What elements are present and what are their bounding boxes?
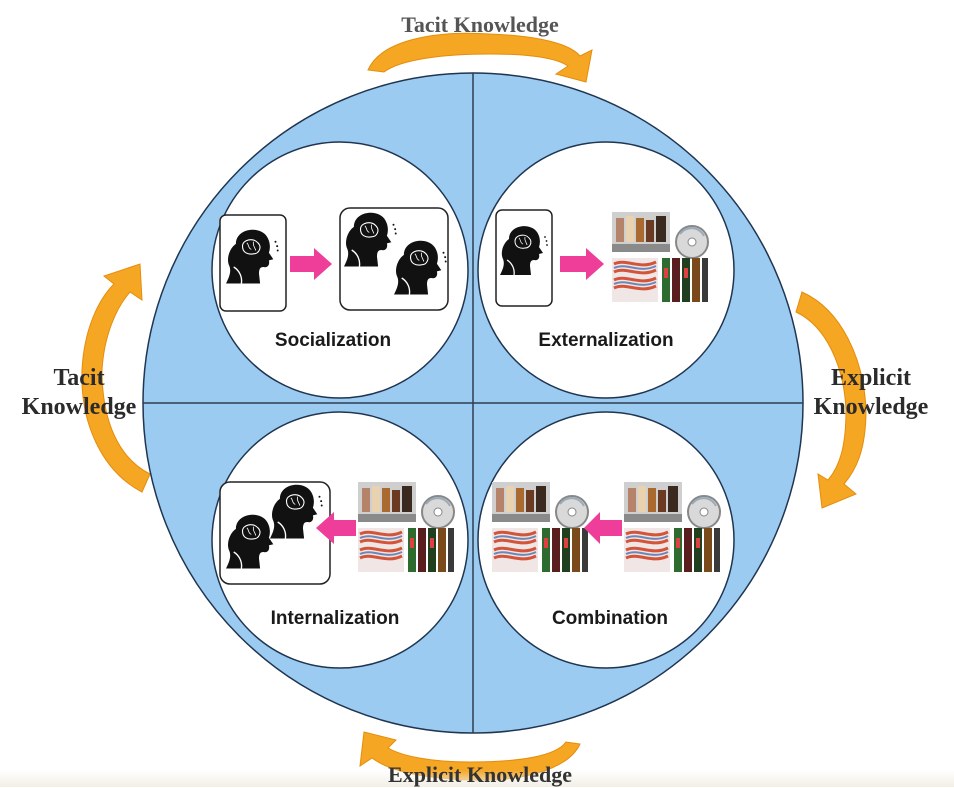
left-cycle-arrow-icon [81,263,151,493]
combination-label: Combination [551,608,669,629]
combination-icons [490,480,722,574]
left-arrow-icon [316,512,356,544]
combination-circle [477,411,735,669]
internalization-label: Internalization [270,608,400,629]
externalization-icons [495,209,710,307]
internalization-icons [219,480,456,585]
right-label: Explicit Knowledge [796,364,946,422]
left-label-line1: Tacit [53,365,105,391]
internalization-circle [211,411,469,669]
cycle-arrows [81,32,867,781]
right-cycle-arrow-icon [795,291,867,509]
right-arrow-icon [560,248,604,280]
bottom-label: Explicit Knowledge [388,762,572,787]
socialization-icons [219,207,449,312]
socialization-label: Socialization [274,330,392,351]
left-arrow-icon [584,512,622,544]
right-label-line1: Explicit [830,365,911,391]
top-label: Tacit Knowledge [401,12,559,37]
right-label-line2: Knowledge [813,393,929,420]
right-arrow-icon [290,248,332,280]
left-label-line2: Knowledge [21,393,137,420]
top-cycle-arrow-icon [367,32,593,83]
externalization-label: Externalization [538,330,674,351]
bottom-fade [0,770,954,787]
left-label: Tacit Knowledge [4,364,154,422]
externalization-circle [477,141,735,399]
